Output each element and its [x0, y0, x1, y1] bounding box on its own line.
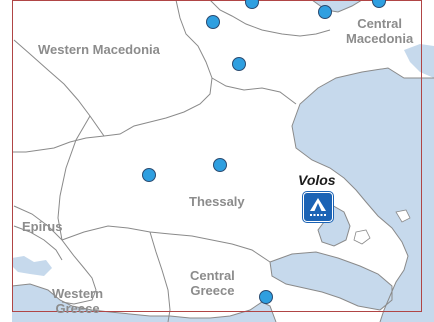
region-label-thessaly: Thessaly	[189, 194, 245, 209]
region-label-line: Western	[52, 286, 104, 301]
location-marker[interactable]	[259, 290, 273, 304]
region-label-line: Western Macedonia	[38, 42, 160, 57]
sea-top	[312, 0, 362, 12]
region-label-line: Greece	[190, 283, 235, 298]
location-marker[interactable]	[318, 5, 332, 19]
gulf-south	[270, 252, 392, 310]
location-marker[interactable]	[245, 0, 259, 9]
tent-glyph	[310, 198, 326, 216]
aegean-sea	[292, 68, 434, 322]
region-label-central-greece: Central Greece	[190, 268, 235, 298]
region-label-line: Central	[357, 16, 402, 31]
region-label-western-greece: Western Greece	[52, 286, 103, 316]
map-frame-border	[12, 0, 422, 312]
island	[353, 229, 371, 245]
region-label-epirus: Epirus	[22, 219, 62, 234]
region-label-line: Epirus	[22, 219, 63, 234]
west-sea	[12, 284, 276, 322]
region-label-line: Greece	[55, 301, 100, 316]
place-label-volos: Volos	[298, 172, 336, 188]
region-label-line: Thessaly	[189, 194, 245, 209]
west-gulf	[12, 256, 52, 276]
location-marker[interactable]	[142, 168, 156, 182]
location-marker[interactable]	[206, 15, 220, 29]
region-label-western-macedonia: Western Macedonia	[38, 42, 160, 57]
camping-tent-icon[interactable]	[303, 192, 333, 222]
region-label-central-macedonia: Central Macedonia	[346, 16, 413, 46]
sea-top-right	[404, 44, 434, 78]
location-marker[interactable]	[232, 57, 246, 71]
location-marker[interactable]	[213, 158, 227, 172]
coastline	[291, 67, 434, 322]
region-label-line: Central	[190, 268, 235, 283]
region-label-line: Macedonia	[346, 31, 414, 46]
island	[395, 209, 411, 223]
